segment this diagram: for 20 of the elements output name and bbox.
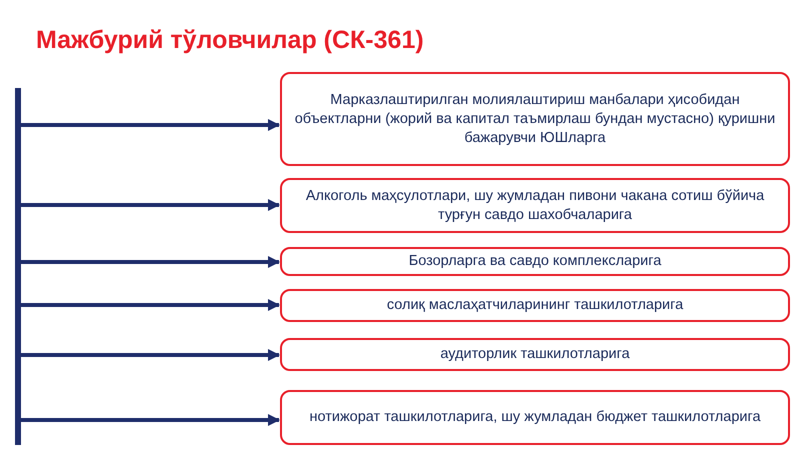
arrow: [21, 256, 280, 268]
arrow: [21, 414, 280, 426]
text-box: [280, 289, 790, 322]
box-text: нотижорат ташкилотларига, шу жумладан бюджет ташкилотларига: [309, 408, 761, 427]
text-box: [280, 338, 790, 371]
arrow: [21, 199, 280, 211]
text-box: [280, 178, 790, 233]
box-text: Марказлаштирилган молиялаштириш манбалари ҳисобидан объектларни (жорий ва капитал таъмирлаш бундан мустасно) қуришни бажарувчи ЮШларга: [294, 90, 776, 148]
box-text: Бозорларга ва савдо комплексларига: [408, 252, 662, 271]
box-text: Алкоголь маҳсулотлари, шу жумладан пивони чакана сотиш бўйича турғун савдо шахобчаларига: [304, 186, 766, 224]
arrow: [21, 349, 280, 361]
text-box: [280, 390, 790, 445]
vertical-bar: [15, 88, 21, 445]
text-box: [280, 247, 790, 276]
arrow: [21, 119, 280, 131]
title: Мажбурий тўловчилар (СК-361): [36, 25, 424, 56]
box-text: аудиторлик ташкилотларига: [440, 345, 630, 364]
arrow: [21, 299, 280, 311]
text-box: [280, 72, 790, 166]
box-text: солиқ маслаҳатчиларининг ташкилотларига: [386, 296, 684, 315]
